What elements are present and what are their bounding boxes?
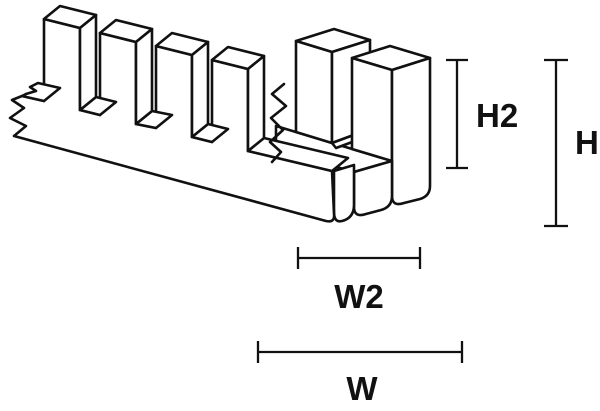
dimension-label-w2: W2 [334,278,384,315]
dimension-label-w: W [346,370,378,407]
dimension-w2: W2 [296,247,422,315]
dimension-label-h: H [575,124,599,161]
tooth-2-side-face [134,27,154,126]
break-line [268,82,288,164]
base-end-face [352,159,394,217]
dimension-label-h2: H2 [476,97,518,134]
dimension-h: H [544,58,599,228]
profile-drawing [8,4,432,223]
tooth-1-side-face [78,13,98,112]
wall-top-surface-left [20,81,62,103]
end-tooth-inner-face [350,56,394,163]
dimension-h2: H2 [446,58,518,170]
dimension-w: W [256,341,464,407]
back-tooth-front-face [294,39,334,145]
tooth-4-side-face [246,54,266,153]
front-wall-end-face [332,163,356,223]
tooth-3-side-face [190,40,210,139]
end-tooth-end-face [390,56,432,206]
